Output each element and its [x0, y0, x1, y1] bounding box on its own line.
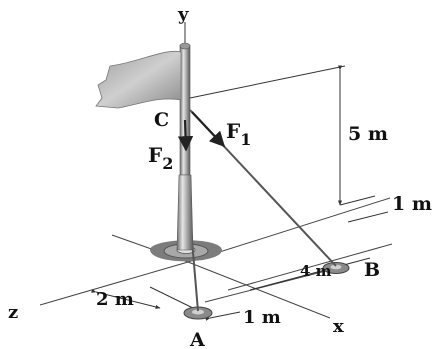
- force-f2-sub: 2: [162, 154, 173, 173]
- anchor-a-base: [183, 306, 213, 320]
- dim-ax-label: 1 m: [243, 307, 281, 328]
- ground-lines: [39, 197, 393, 319]
- x-axis-line: [187, 261, 331, 319]
- dim-height-label: 5 m: [348, 123, 388, 145]
- anchor-b-base: [322, 262, 350, 274]
- ground-line-b: [204, 265, 346, 303]
- point-a-label: A: [189, 329, 205, 349]
- flag-pole: [176, 42, 194, 251]
- z-axis-label: z: [8, 302, 18, 323]
- z-axis-line: [39, 261, 189, 306]
- flag: [95, 50, 182, 109]
- force-f1-sub: 1: [240, 130, 251, 149]
- y-axis-label: y: [177, 4, 189, 25]
- dim-az-label: 2 m: [96, 289, 134, 310]
- force-f1-label: F1: [226, 119, 251, 149]
- dim-depth-line: [249, 257, 371, 291]
- force-f2-label: F2: [148, 143, 173, 173]
- dim-depth-label: 4 m: [300, 262, 332, 280]
- dim-right-ext1: [339, 195, 376, 206]
- dimension-lines: [91, 65, 389, 321]
- point-b-label: B: [364, 259, 380, 281]
- dim-right-line: [347, 211, 389, 223]
- dim-az-line: [91, 288, 161, 309]
- dim-az-ext: [149, 286, 198, 311]
- force-f2-letter: F: [148, 143, 162, 167]
- dim-right-label: 1 m: [392, 193, 432, 215]
- dim-height-top-ext: [189, 65, 346, 99]
- point-c-label: C: [154, 109, 169, 131]
- ground-line-b2: [227, 243, 393, 291]
- x-axis-label: x: [333, 316, 344, 337]
- dim-ax-line: [205, 311, 241, 321]
- force-f2-arrow: [177, 119, 194, 152]
- force-f1-arrow: [191, 111, 226, 148]
- force-f1-letter: F: [226, 119, 240, 143]
